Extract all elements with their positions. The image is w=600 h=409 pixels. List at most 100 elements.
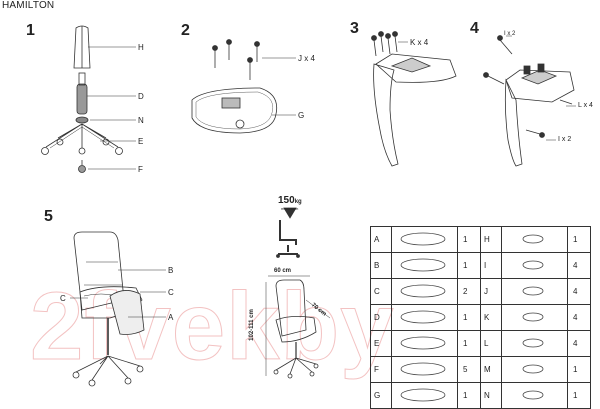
max-weight-value: 150kg [278, 195, 302, 206]
part-count: 1 [567, 382, 591, 409]
step1-gas-lift-cover [73, 25, 91, 69]
part-letter: L [480, 330, 502, 357]
part-illustration-icon [522, 312, 544, 321]
part-picture [391, 382, 458, 409]
part-illustration-icon [400, 388, 446, 401]
part-letter: I [480, 252, 502, 279]
part-count: 1 [457, 382, 481, 409]
label-d: D [138, 92, 144, 101]
part-count: 1 [457, 330, 481, 357]
label-i-bottom: I x 2 [558, 136, 572, 143]
part-count: 4 [567, 330, 591, 357]
step4-bolts [483, 35, 573, 138]
part-letter: D [370, 304, 392, 331]
part-picture [501, 304, 568, 331]
part-picture [501, 382, 568, 409]
part-illustration-icon [400, 258, 446, 271]
part-illustration-icon [522, 234, 544, 243]
depth-dimension-line [305, 299, 331, 319]
step2-screws [212, 39, 260, 80]
part-illustration-icon [522, 390, 544, 399]
label-k: K x 4 [410, 38, 429, 47]
part-letter: J [480, 278, 502, 305]
part-illustration-icon [400, 232, 446, 245]
step-number-3: 3 [350, 20, 359, 37]
part-letter: M [480, 356, 502, 383]
step3-backrest-assembly [373, 53, 457, 167]
part-count: 4 [567, 304, 591, 331]
part-letter: C [370, 278, 392, 305]
label-h: H [138, 43, 144, 52]
part-count: 1 [457, 252, 481, 279]
part-count: 1 [567, 226, 591, 253]
part-count: 1 [457, 304, 481, 331]
part-picture [391, 356, 458, 383]
step-number-1: 1 [26, 22, 35, 39]
part-illustration-icon [522, 364, 544, 373]
dimension-chair [273, 279, 319, 379]
part-picture [391, 278, 458, 305]
part-picture [501, 278, 568, 305]
part-letter: F [370, 356, 392, 383]
part-letter: B [370, 252, 392, 279]
label-n: N [138, 116, 144, 125]
part-illustration-icon [400, 310, 446, 323]
height-dimension: 102-111 cm [248, 309, 255, 341]
part-letter: E [370, 330, 392, 357]
document-title: HAMILTON [2, 0, 55, 11]
step1-base-star [41, 116, 123, 155]
part-illustration-icon [522, 338, 544, 347]
step4-seat-assembly [504, 63, 575, 167]
label-b: B [168, 266, 174, 275]
step2-seat-plate [191, 87, 278, 134]
part-picture [501, 330, 568, 357]
part-letter: G [370, 382, 392, 409]
part-illustration-icon [400, 284, 446, 297]
label-f: F [138, 165, 143, 174]
part-picture [391, 226, 458, 253]
label-i-top: I x 2 [504, 31, 516, 37]
part-count: 2 [457, 278, 481, 305]
label-c-left: C [60, 294, 66, 303]
width-dimension: 60 cm [274, 268, 292, 274]
part-illustration-icon [400, 362, 446, 375]
max-weight-unit: kg [294, 199, 302, 205]
part-count: 1 [457, 226, 481, 253]
max-weight-icon [276, 207, 300, 258]
part-picture [501, 356, 568, 383]
label-l: L x 4 [578, 102, 593, 109]
part-illustration-icon [522, 286, 544, 295]
part-count: 5 [457, 356, 481, 383]
part-count: 4 [567, 252, 591, 279]
part-letter: H [480, 226, 502, 253]
label-j: J x 4 [298, 54, 315, 63]
part-picture [391, 252, 458, 279]
max-weight-number: 150 [278, 195, 295, 206]
step-number-4: 4 [470, 20, 479, 37]
step-number-5: 5 [44, 208, 53, 225]
label-e: E [138, 137, 144, 146]
part-picture [501, 226, 568, 253]
part-letter: A [370, 226, 392, 253]
max-weight-caption: maximum [281, 206, 299, 211]
label-a: A [168, 313, 174, 322]
part-illustration-icon [522, 260, 544, 269]
label-g: G [298, 111, 305, 120]
part-illustration-icon [400, 336, 446, 349]
step5-chair [72, 231, 145, 387]
label-c-right: C [168, 288, 174, 297]
part-picture [391, 304, 458, 331]
part-letter: N [480, 382, 502, 409]
part-count: 4 [567, 278, 591, 305]
watermark: 2fvekby [30, 273, 395, 381]
